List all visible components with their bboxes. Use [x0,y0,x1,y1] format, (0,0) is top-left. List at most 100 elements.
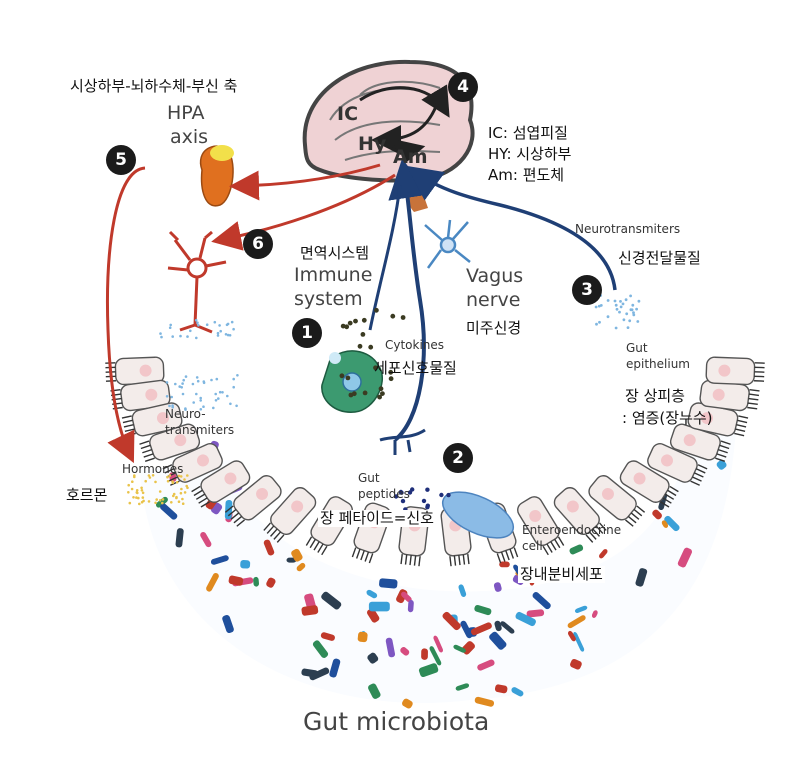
brain-legend-hy: HY: 시상하부 [488,145,572,163]
signal-dot [236,374,239,377]
microbe [321,591,342,610]
signal-dot [199,408,203,411]
hpa-axis-korean-label: 시상하부-뇌하수체-부신 축 [70,77,238,95]
signal-dot [127,483,130,487]
signal-dot [144,479,147,483]
signal-dot [177,500,181,504]
signal-dot [347,320,353,326]
signal-dot [229,402,232,406]
hpa-axis-label-line2: axis [170,126,209,148]
signal-dot [178,385,181,388]
microbe [301,605,319,616]
signal-dot [196,321,199,325]
gut-peptides-label-line1: Gut [358,471,380,485]
signal-dot [202,380,206,383]
microbe [567,615,586,629]
arrow-hpa-to-neuron [211,173,396,251]
microbe [329,658,341,678]
signal-dot [151,474,155,477]
microbe [460,620,473,639]
signal-dot [635,307,638,311]
brain-region-hy: Hy [358,133,387,155]
signal-dot [421,498,427,504]
signal-dot [216,331,220,335]
microbe [407,600,414,613]
epithelial-cell [705,356,765,386]
microbe [433,635,443,653]
signal-dot [184,375,188,378]
signal-dot [598,320,601,324]
microbe [175,528,184,548]
signal-dot [202,405,205,409]
signal-dot [232,385,235,389]
signal-dot [613,299,617,303]
signal-dot [184,408,187,411]
signal-dot [619,305,623,309]
signal-dot [390,313,396,319]
microbe [658,492,668,511]
microbe [296,562,306,572]
arrow-immune-to-brain [368,184,402,331]
blue-neuron-icon [424,219,471,269]
microbe [661,520,669,528]
microbe [228,575,244,586]
arrow-adrenal-to-hormones [106,166,146,464]
brain-region-ic: IC [337,103,359,125]
gut-epithelium-korean-label-line2: : 염증(장누수) [622,409,713,427]
signal-dot [133,475,136,479]
signal-dot [165,395,169,398]
enteroendocrine-label-line2: cell [522,539,543,553]
signal-dot [181,392,185,396]
brain-legend-ic: IC: 섬엽피질 [488,124,568,142]
signal-dot [179,334,182,338]
microbe [421,648,428,660]
microbe [570,658,582,670]
microbe [266,577,276,588]
microbe [455,683,470,691]
microbe [312,640,329,658]
signal-dot [181,382,184,385]
gut-epithelium-label-line1: Gut [626,341,648,355]
signal-dot [400,498,406,504]
microbe [400,647,410,656]
signal-dot [624,298,628,302]
gut-epithelium-korean-label-line1: 장 상피층 [625,387,685,405]
signal-dot [186,474,189,477]
signal-dot [180,386,183,389]
microbe [210,555,229,565]
vagus-nerve-label-line1: Vagus [466,265,524,287]
microbe [515,611,536,627]
signal-dot [230,320,234,324]
microbe [477,659,495,671]
signal-dot [595,322,598,326]
signal-dot [606,299,610,302]
microbe [320,632,335,641]
microbe [401,591,412,603]
microbe [453,644,466,653]
signal-dot [140,500,144,504]
signal-dot [388,376,394,382]
hpa-axis-label-line1: HPA [167,102,205,124]
signal-dot [378,386,384,392]
signal-dot [219,329,222,333]
signal-dot [339,373,345,379]
signal-dot [353,318,358,324]
microbe [368,683,381,699]
signal-dot [425,505,430,510]
signal-dot [138,502,141,506]
signal-dot [621,302,625,306]
signal-dot [127,491,130,494]
signal-dot [221,391,224,394]
immune-system-label-line1: Immune [294,264,373,286]
microbe [677,547,693,568]
signal-dot [377,394,382,400]
enteroendocrine-cell-icon [441,491,515,539]
epithelial-cell [263,487,317,543]
gut-peptides-label-line2: peptides [358,487,410,501]
gut-lumen [140,398,736,704]
epithelial-cell [553,487,607,543]
microbe [368,601,390,612]
signal-dot [215,377,219,381]
signal-dot [160,335,163,339]
arrow-epithelium-to-brain [406,165,617,291]
